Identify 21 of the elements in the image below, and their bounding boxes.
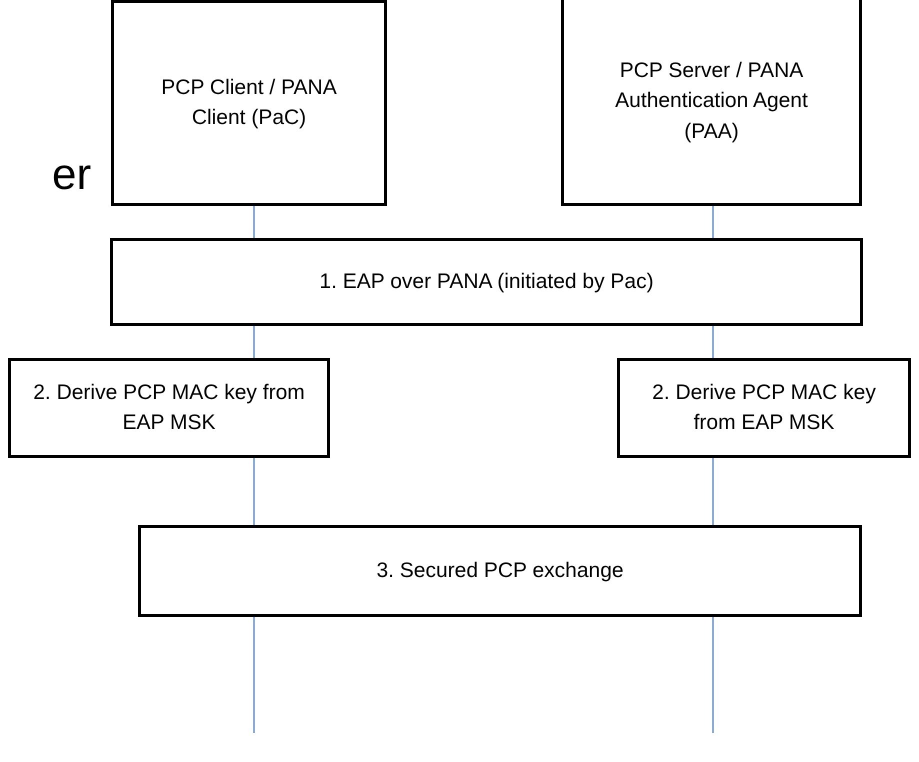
- cut-off-text: er: [52, 150, 92, 200]
- process-box: [8, 358, 330, 458]
- lifeline: [253, 458, 255, 525]
- lifeline: [712, 617, 714, 733]
- box-label: PCP Client / PANA Client (PaC): [160, 74, 338, 131]
- process-box: [111, 0, 387, 206]
- lifeline: [253, 617, 255, 733]
- process-box: [110, 238, 863, 326]
- lifeline: [253, 206, 255, 238]
- lifeline: [712, 326, 714, 358]
- box-label: 2. Derive PCP MAC key from EAP MSK: [32, 380, 306, 436]
- box-label: 3. Secured PCP exchange: [376, 558, 624, 584]
- process-box: [138, 525, 862, 617]
- box-label: PCP Server / PANA Authentication Agent (PAA): [614, 58, 809, 145]
- process-box: [561, 0, 862, 206]
- process-box: [617, 358, 911, 458]
- lifeline: [712, 458, 714, 525]
- box-label: 1. EAP over PANA (initiated by Pac): [319, 268, 654, 295]
- lifeline: [712, 206, 714, 238]
- box-label: 2. Derive PCP MAC key from EAP MSK: [651, 380, 877, 436]
- lifeline: [253, 326, 255, 358]
